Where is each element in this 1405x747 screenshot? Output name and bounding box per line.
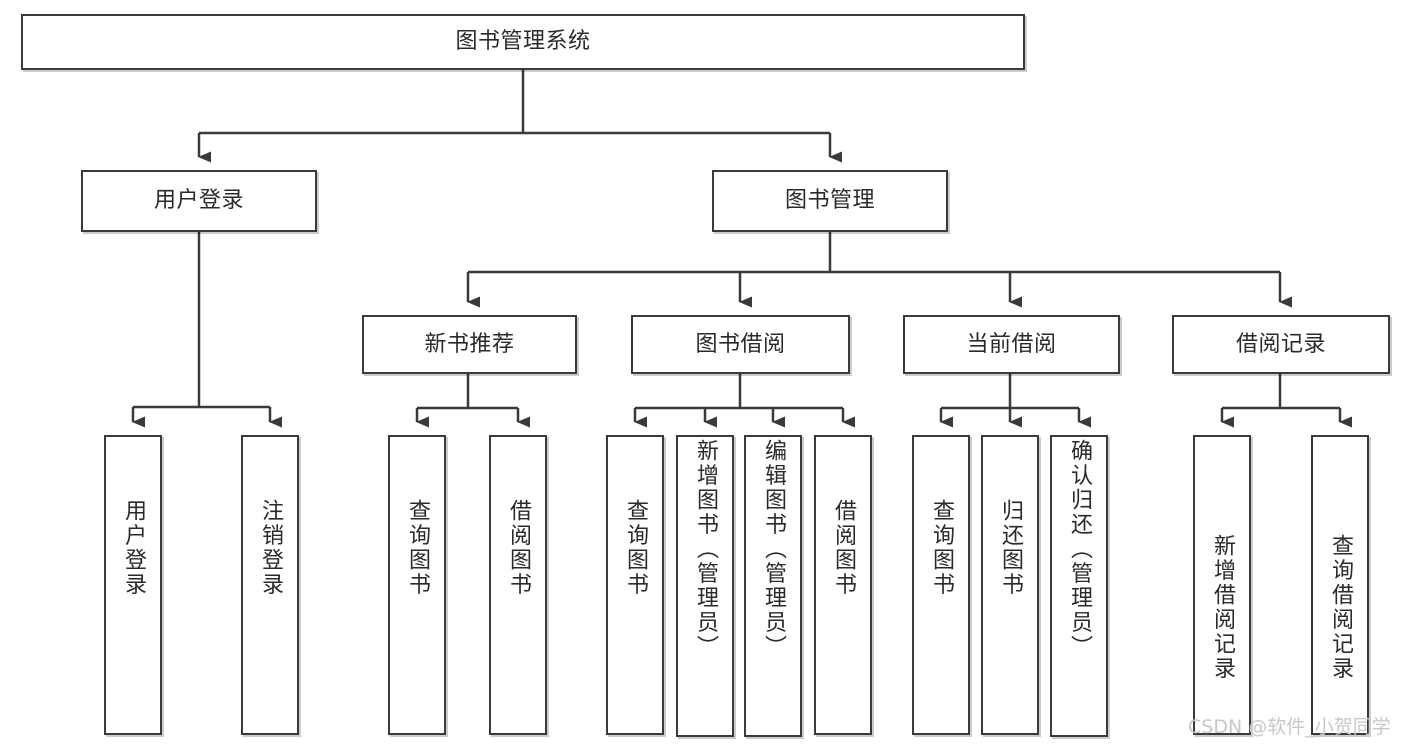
node-leaf-borrow-book-2-label: 借阅图书 xyxy=(831,499,856,597)
node-current-borrow[interactable]: 当前借阅 xyxy=(903,315,1120,374)
node-leaf-borrow-book-1[interactable]: 借阅图书 xyxy=(489,435,547,735)
node-leaf-edit-book-admin[interactable]: 编辑图书（管理员） xyxy=(744,435,802,737)
node-leaf-query-borrow-record-label: 查询借阅记录 xyxy=(1328,534,1353,681)
node-leaf-logout[interactable]: 注销登录 xyxy=(241,435,299,735)
node-current-borrow-label: 当前借阅 xyxy=(966,331,1057,357)
node-borrow-record-label: 借阅记录 xyxy=(1235,331,1326,357)
node-leaf-query-book-1[interactable]: 查询图书 xyxy=(388,435,446,735)
node-book-borrow-label: 图书借阅 xyxy=(695,331,786,357)
node-leaf-user-login-label: 用户登录 xyxy=(121,499,146,597)
node-leaf-user-login[interactable]: 用户登录 xyxy=(104,435,162,735)
node-leaf-edit-book-admin-label: 编辑图书（管理员） xyxy=(761,439,786,660)
node-leaf-logout-label: 注销登录 xyxy=(258,499,283,597)
node-leaf-query-book-3[interactable]: 查询图书 xyxy=(912,435,970,735)
node-borrow-record[interactable]: 借阅记录 xyxy=(1172,315,1390,374)
node-new-book-recommend-label: 新书推荐 xyxy=(424,331,515,357)
node-leaf-add-book-admin[interactable]: 新增图书（管理员） xyxy=(676,435,734,737)
node-user-login[interactable]: 用户登录 xyxy=(81,170,317,232)
csdn-watermark: CSDN @软件_小贺同学 xyxy=(1188,716,1391,738)
node-leaf-add-borrow-record[interactable]: 新增借阅记录 xyxy=(1193,435,1251,735)
node-leaf-confirm-return-admin[interactable]: 确认归还（管理员） xyxy=(1050,435,1108,737)
node-leaf-borrow-book-2[interactable]: 借阅图书 xyxy=(814,435,872,735)
node-leaf-query-borrow-record[interactable]: 查询借阅记录 xyxy=(1311,435,1369,735)
node-leaf-query-book-2[interactable]: 查询图书 xyxy=(606,435,664,735)
node-leaf-confirm-return-admin-label: 确认归还（管理员） xyxy=(1067,439,1092,660)
node-root[interactable]: 图书管理系统 xyxy=(21,14,1025,70)
node-leaf-add-borrow-record-label: 新增借阅记录 xyxy=(1210,534,1235,681)
node-user-login-label: 用户登录 xyxy=(153,188,244,214)
node-book-management-label: 图书管理 xyxy=(784,188,875,214)
node-leaf-query-book-1-label: 查询图书 xyxy=(405,499,430,597)
node-leaf-query-book-2-label: 查询图书 xyxy=(623,499,648,597)
node-root-label: 图书管理系统 xyxy=(455,29,591,55)
node-leaf-return-book-label: 归还图书 xyxy=(998,499,1023,597)
node-book-management[interactable]: 图书管理 xyxy=(712,170,948,232)
node-leaf-borrow-book-1-label: 借阅图书 xyxy=(506,499,531,597)
node-leaf-return-book[interactable]: 归还图书 xyxy=(981,435,1039,735)
node-new-book-recommend[interactable]: 新书推荐 xyxy=(362,315,577,374)
node-book-borrow[interactable]: 图书借阅 xyxy=(631,315,850,374)
node-leaf-query-book-3-label: 查询图书 xyxy=(929,499,954,597)
node-leaf-add-book-admin-label: 新增图书（管理员） xyxy=(693,439,718,660)
